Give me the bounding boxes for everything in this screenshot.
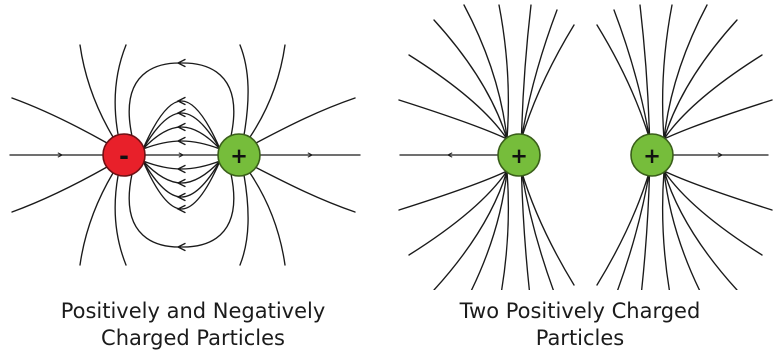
negative-incoming-line (115, 176, 126, 265)
like-charges-caption-line-2: Particles (387, 325, 773, 352)
left-charge-field-line (464, 5, 507, 139)
dipole-inner-line (143, 113, 220, 149)
negative-incoming-line (12, 167, 107, 212)
like-charges-caption-line-1: Two Positively Charged (387, 298, 773, 325)
dipole-caption-line-2: Charged Particles (0, 325, 386, 352)
left-charge-field-line (521, 171, 531, 290)
left-positive-charge-sign: + (510, 144, 528, 168)
dipole-field-panel: -+ (10, 45, 360, 265)
positive-outgoing-line (240, 45, 248, 135)
right-charge-field-line (664, 55, 762, 139)
right-charge-field-line (597, 25, 650, 139)
positive-outgoing-line (250, 45, 285, 137)
dipole-caption: Positively and Negatively Charged Partic… (0, 298, 386, 352)
dipole-inner-line (143, 161, 220, 197)
like-charges-field-panel: ++ (399, 5, 772, 290)
left-charge-field-line (521, 171, 574, 285)
right-charge-field-line (640, 5, 650, 139)
right-charge-field-line (614, 10, 650, 139)
positive-charge-sign: + (230, 144, 248, 168)
negative-incoming-line (12, 98, 107, 143)
negative-incoming-line (80, 173, 113, 265)
right-charge-field-line (640, 171, 650, 290)
right-positive-charge: + (631, 134, 673, 176)
positive-outgoing-line (255, 167, 355, 212)
positive-outgoing-line (240, 175, 248, 265)
dipole-caption-line-1: Positively and Negatively (0, 298, 386, 325)
negative-incoming-line (115, 45, 126, 134)
left-charge-field-line (409, 171, 507, 255)
like-charges-caption: Two Positively Charged Particles (387, 298, 773, 352)
negative-incoming-line (80, 45, 113, 137)
positive-outgoing-line (250, 173, 285, 265)
field-lines-diagram: -+ ++ (0, 0, 773, 290)
left-positive-charge: + (498, 134, 540, 176)
negative-charge-sign: - (119, 142, 129, 170)
right-positive-charge-sign: + (643, 144, 661, 168)
left-charge-field-line (521, 25, 574, 139)
negative-charge: - (103, 134, 145, 176)
right-charge-field-line (664, 171, 762, 255)
positive-charge: + (218, 134, 260, 176)
positive-outgoing-line (256, 98, 355, 143)
right-charge-field-line (597, 171, 650, 285)
left-charge-field-line (521, 10, 557, 139)
right-charge-field-line (664, 5, 707, 139)
left-charge-field-line (409, 55, 507, 139)
left-charge-field-line (521, 5, 531, 139)
